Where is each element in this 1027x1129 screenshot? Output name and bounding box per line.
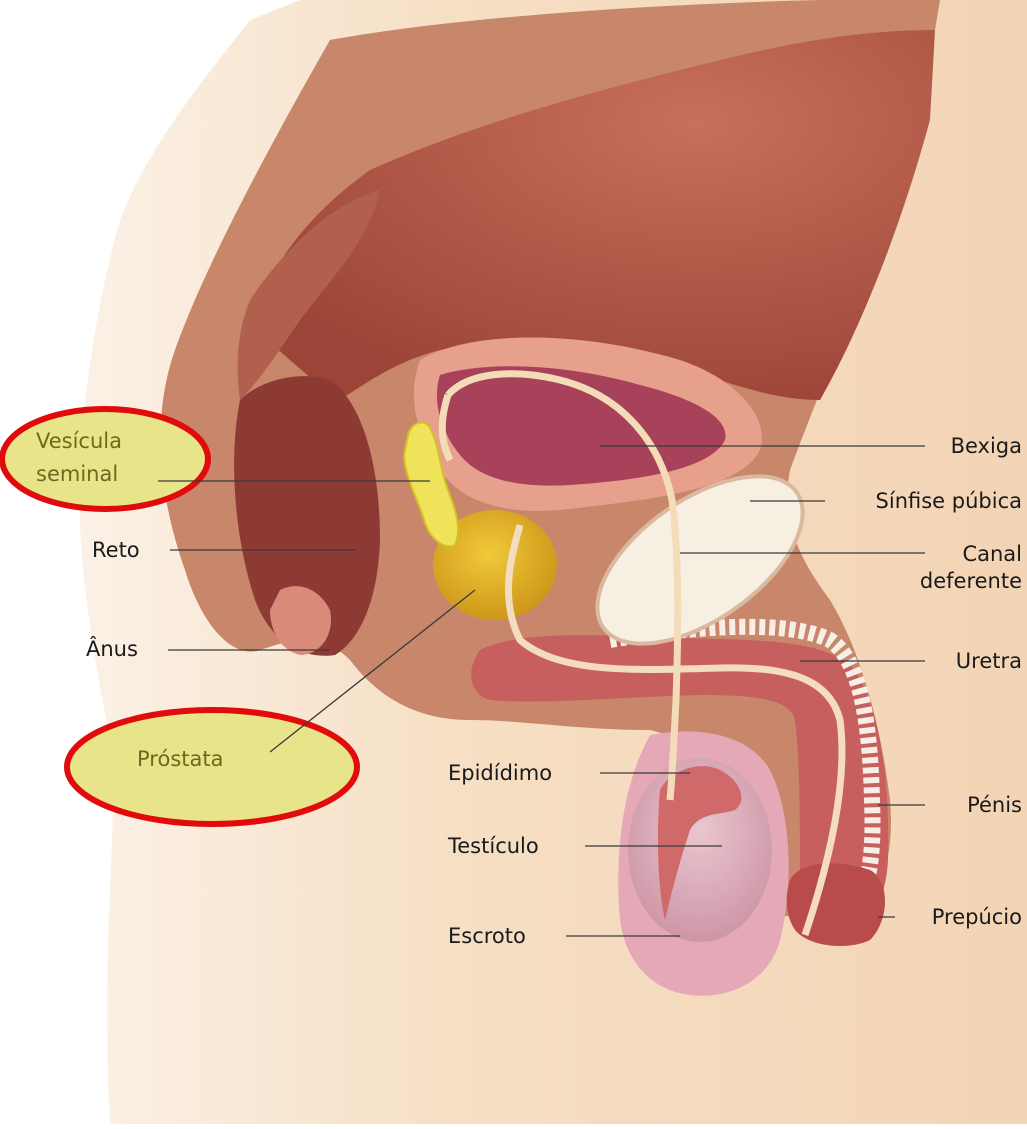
label-escroto: Escroto bbox=[448, 924, 526, 948]
label-epididimo: Epidídimo bbox=[448, 761, 552, 785]
label-sinfise: Sínfise púbica bbox=[876, 489, 1022, 513]
label-vesicula-1: Vesícula bbox=[36, 429, 122, 453]
label-canal-1: Canal bbox=[962, 542, 1022, 566]
label-testiculo: Testículo bbox=[447, 834, 539, 858]
label-vesicula-2: seminal bbox=[36, 462, 118, 486]
label-prostata: Próstata bbox=[137, 747, 223, 771]
prepuce bbox=[787, 863, 885, 946]
label-prepucio: Prepúcio bbox=[932, 905, 1022, 929]
label-uretra: Uretra bbox=[956, 649, 1022, 673]
label-bexiga: Bexiga bbox=[951, 434, 1022, 458]
label-canal-2: deferente bbox=[920, 569, 1022, 593]
label-penis: Pénis bbox=[967, 793, 1022, 817]
label-anus: Ânus bbox=[86, 636, 138, 661]
label-reto: Reto bbox=[92, 538, 140, 562]
vesicula-highlight bbox=[2, 409, 208, 509]
